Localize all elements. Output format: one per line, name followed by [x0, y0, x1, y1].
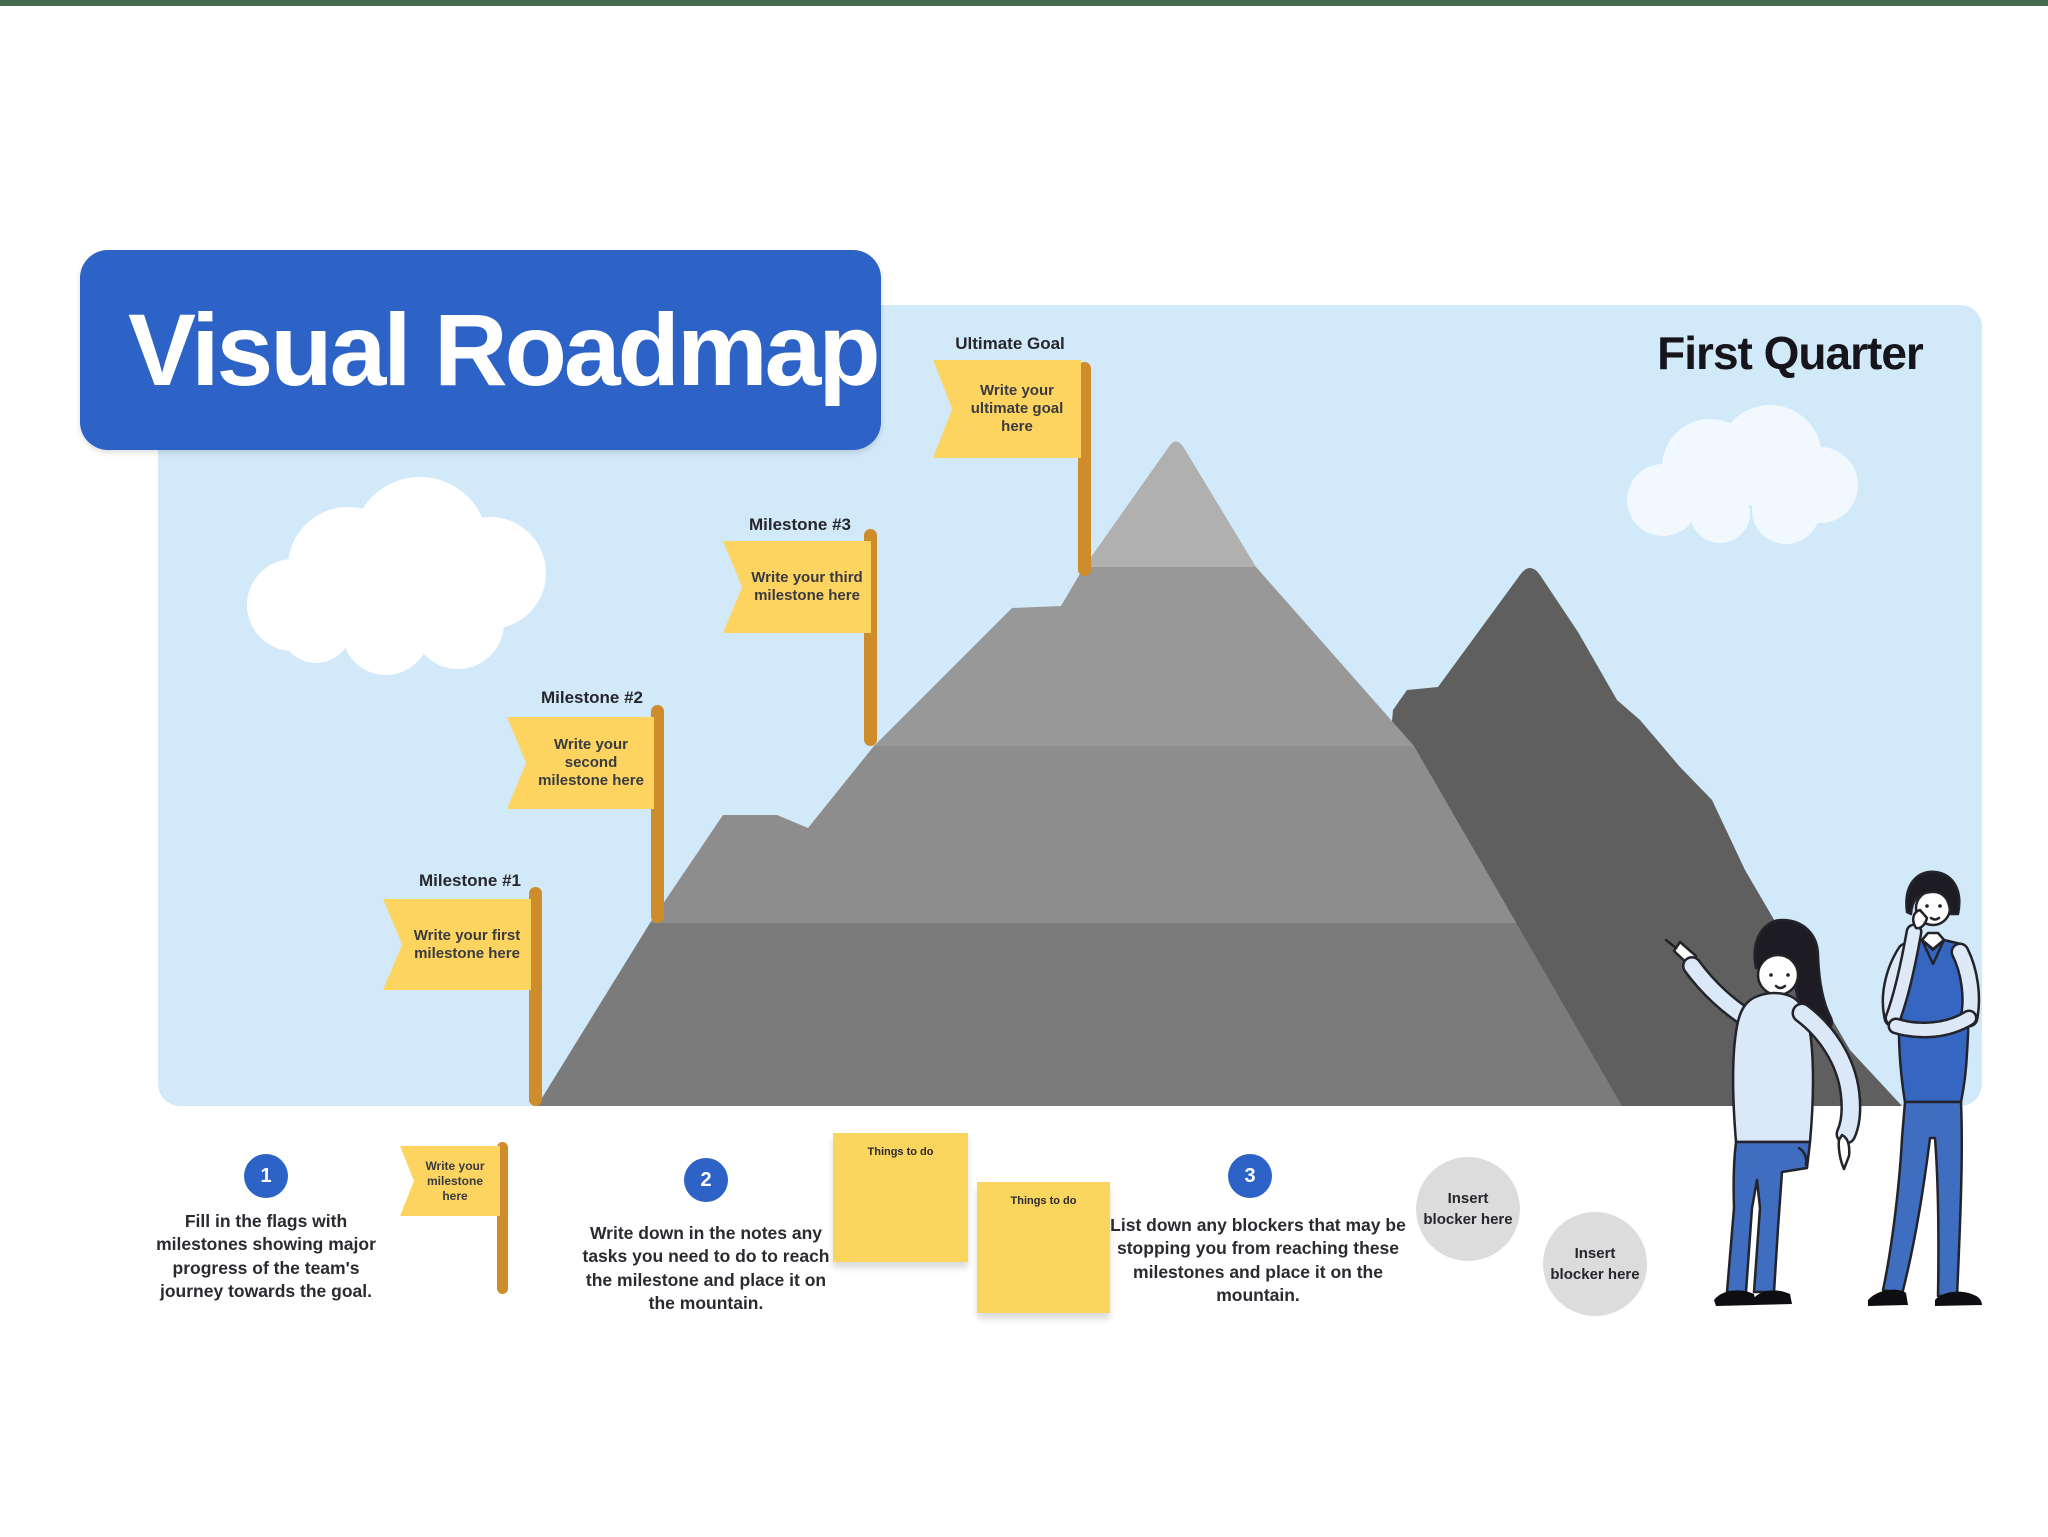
blocker-circle-1-text: Insert blocker here [1423, 1190, 1513, 1228]
ultimate-goal-flag-pole [1078, 362, 1091, 576]
milestone-2-flag-pole [651, 705, 664, 923]
woman-illustration [1664, 918, 1862, 1306]
legend-flag-pole [497, 1142, 508, 1294]
milestone-2-label: Milestone #2 [540, 688, 644, 707]
sticky-note-1[interactable]: Things to do [833, 1133, 968, 1262]
ultimate-goal-flag-text: Write your ultimate goal here [970, 382, 1064, 435]
milestone-3-label: Milestone #3 [748, 515, 852, 534]
ultimate-goal-flag[interactable]: Write your ultimate goal here [933, 360, 1081, 458]
title-box: Visual Roadmap [80, 250, 881, 450]
step-3-number: 3 [1244, 1164, 1256, 1187]
step-2-badge: 2 [684, 1158, 728, 1202]
milestone-2-flag-text: Write your second milestone here [538, 736, 644, 789]
sticky-note-2-title: Things to do [1010, 1195, 1077, 1207]
mountain-snowcap [1084, 441, 1256, 567]
step-3-text: List down any blockers that may be stopp… [1110, 1215, 1406, 1305]
milestone-3-flag-text: Write your third milestone here [751, 569, 863, 604]
blocker-circle-2[interactable]: Insert blocker here [1543, 1212, 1647, 1316]
blocker-circle-2-text: Insert blocker here [1550, 1245, 1640, 1283]
main-mountain [537, 441, 1622, 1106]
quarter-heading: First Quarter [1657, 327, 1924, 379]
cloud-right [1627, 405, 1858, 544]
man-illustration [1868, 870, 1982, 1306]
step-1-number: 1 [260, 1164, 272, 1187]
milestone-3-flag[interactable]: Write your third milestone here [723, 541, 871, 633]
milestone-2-flag[interactable]: Write your second milestone here [507, 717, 654, 809]
step-2-text: Write down in the notes any tasks you ne… [582, 1223, 830, 1313]
blocker-circle-1[interactable]: Insert blocker here [1416, 1157, 1520, 1261]
cloud-left [247, 477, 546, 675]
sticky-note-1-title: Things to do [867, 1146, 934, 1158]
milestone-1-label: Milestone #1 [418, 871, 522, 890]
page-title: Visual Roadmap [128, 292, 881, 407]
step-1-badge: 1 [244, 1154, 288, 1198]
legend-flag-text: Write your milestone here [425, 1158, 485, 1203]
legend-flag[interactable]: Write your milestone here [400, 1146, 500, 1216]
milestone-1-flag[interactable]: Write your first milestone here [383, 899, 531, 990]
step-3-badge: 3 [1228, 1154, 1272, 1198]
top-green-bar [0, 0, 2048, 6]
step-2-number: 2 [700, 1168, 712, 1191]
milestone-1-flag-text: Write your first milestone here [413, 926, 521, 962]
ultimate-goal-label: Ultimate Goal [955, 334, 1065, 353]
people-illustration [1664, 870, 1982, 1306]
step-1-text: Fill in the flags with milestones showin… [156, 1211, 376, 1301]
mountain-scene-graphic [247, 405, 1902, 1106]
sticky-note-2[interactable]: Things to do [977, 1182, 1110, 1313]
milestone-1-flag-pole [529, 887, 542, 1106]
